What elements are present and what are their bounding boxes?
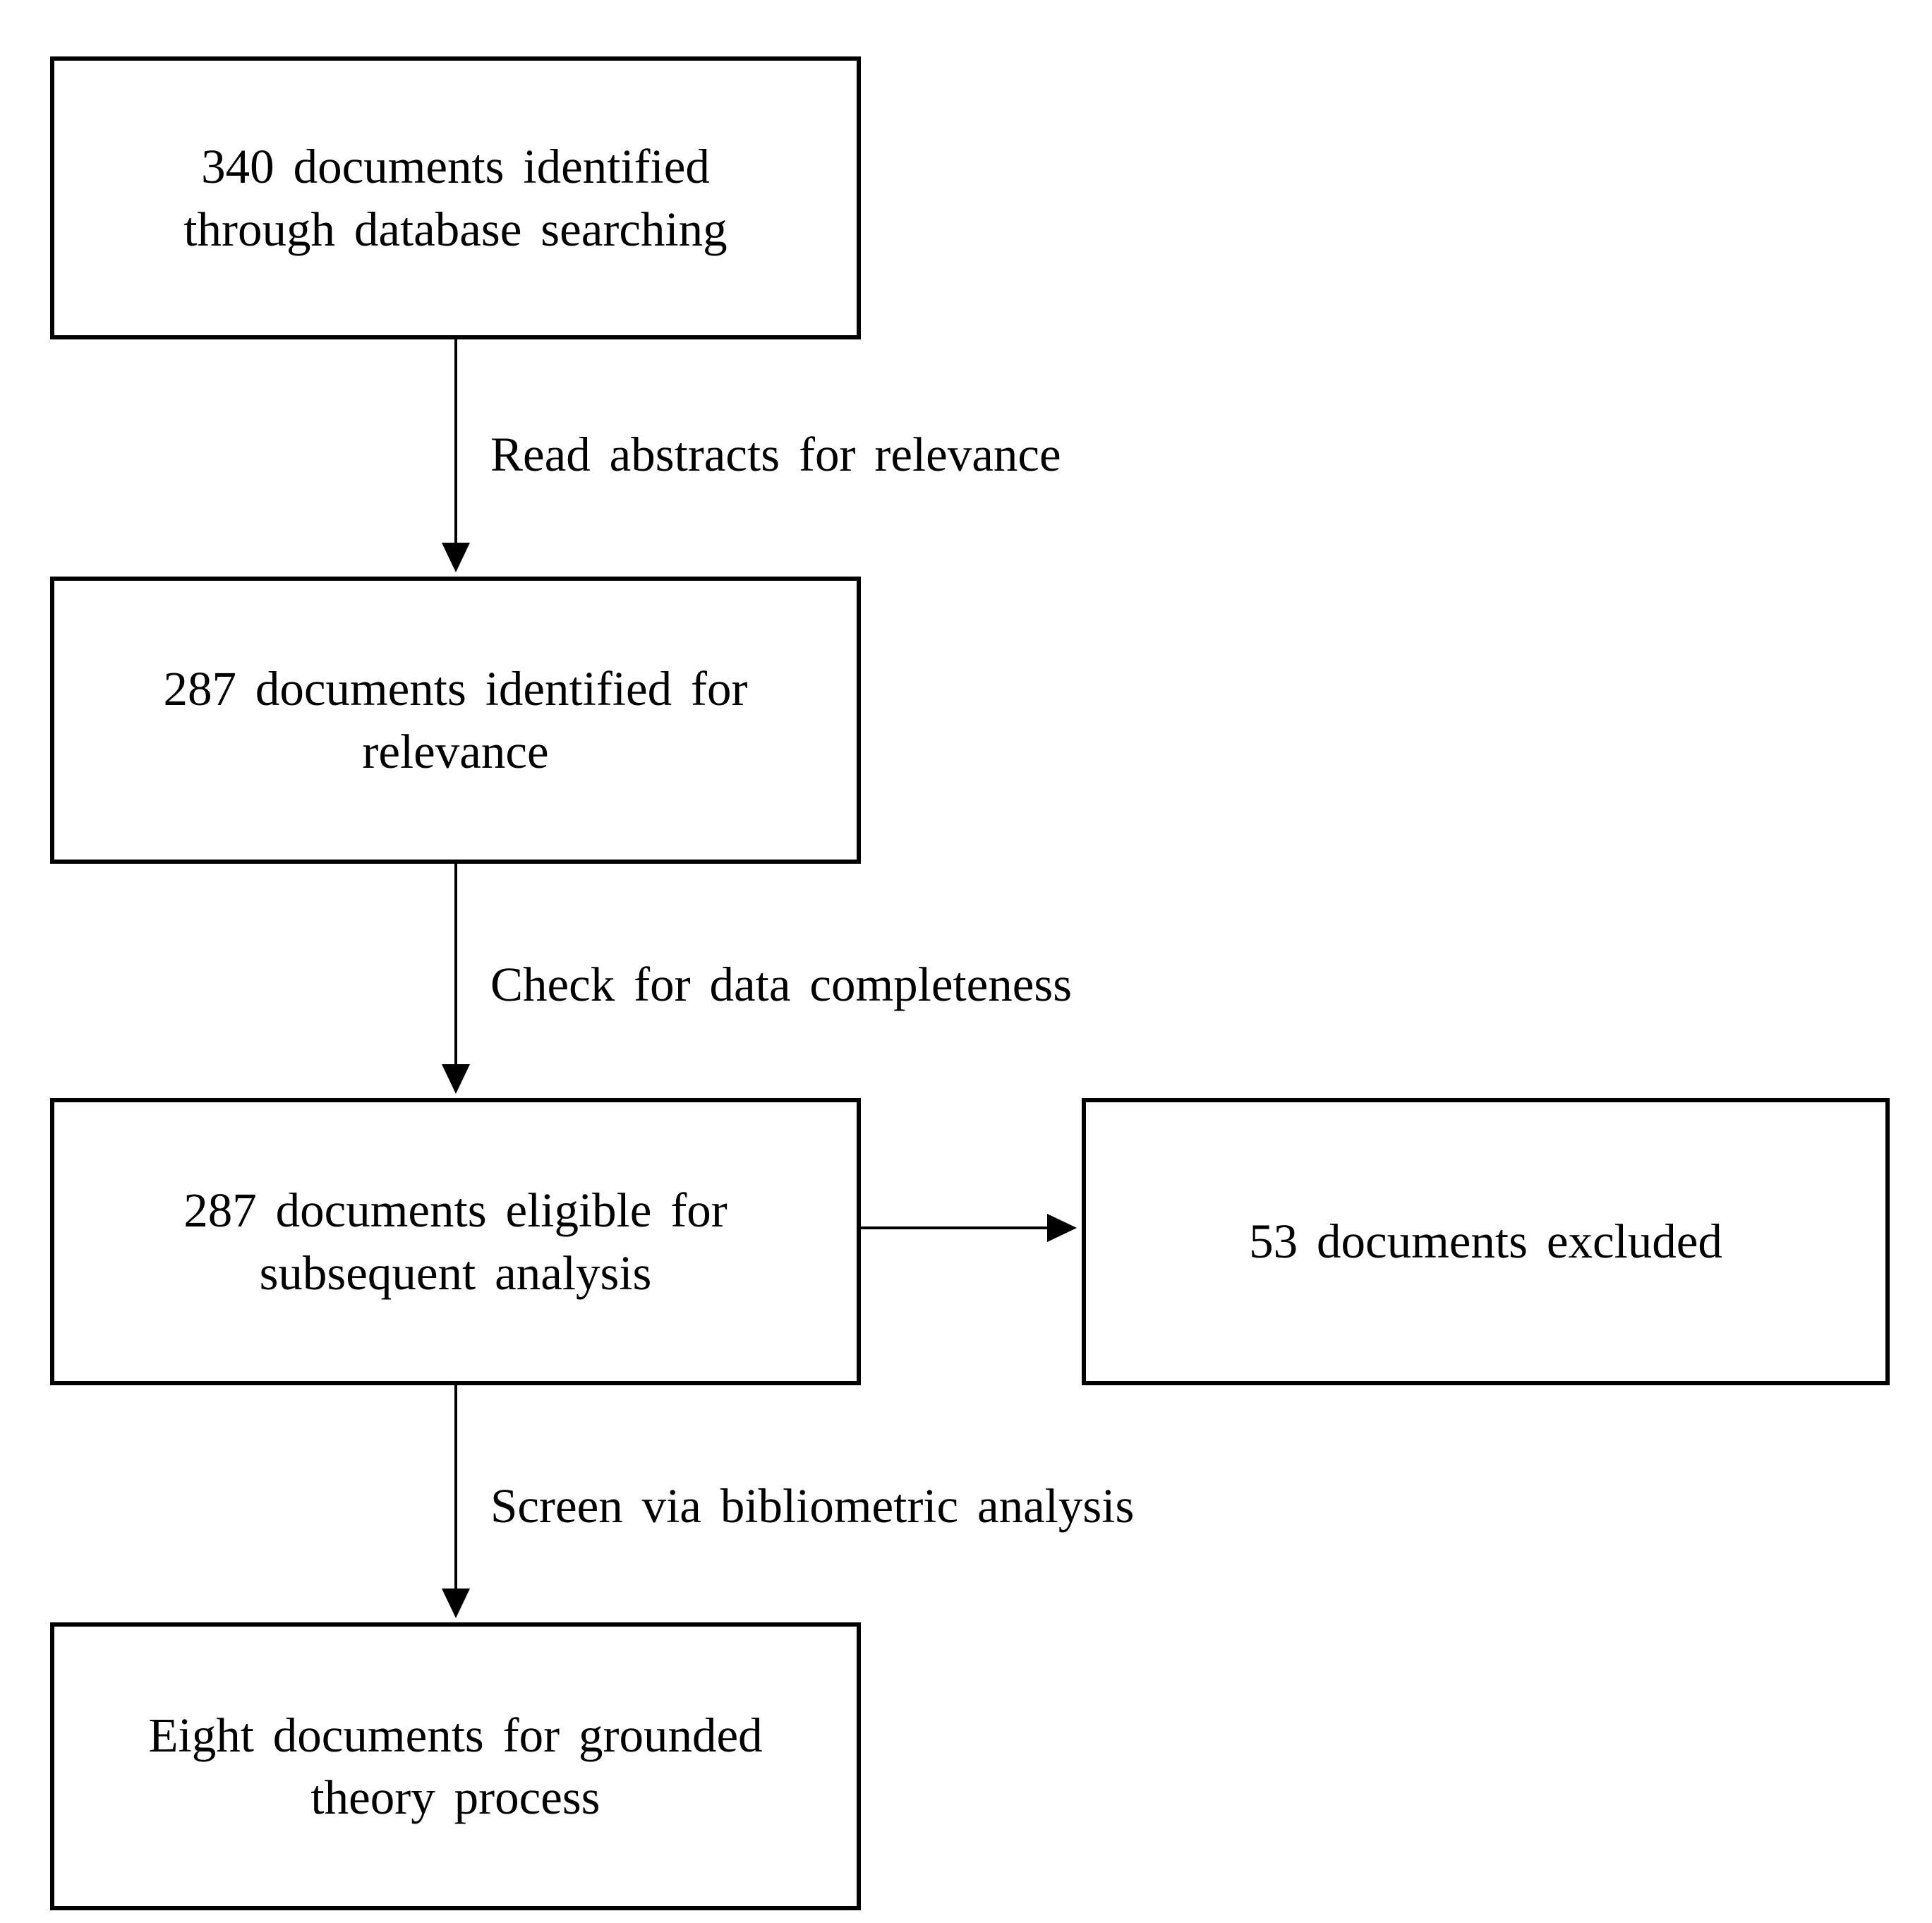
node-documents-grounded-theory: Eight documents for grounded theory proc… [50,1622,861,1910]
arrow-head-down-icon [442,1589,470,1618]
arrow-line-exclusion [861,1226,1049,1229]
node-text-line: Eight documents for grounded [148,1708,763,1762]
arrow-head-right-icon [1047,1214,1077,1242]
node-text-line: 287 documents identified for [163,662,748,716]
arrow-head-down-icon [442,543,470,572]
node-documents-excluded: 53 documents excluded [1082,1098,1890,1385]
arrow-line-read-abstracts [454,339,457,545]
node-documents-identified: 340 documents identified through databas… [50,56,861,339]
edge-label-screen-bibliometric: Screen via bibliometric analysis [490,1479,1135,1533]
edge-label-read-abstracts: Read abstracts for relevance [490,428,1061,481]
arrow-line-screen-bibliometric [454,1385,457,1590]
node-text-line: relevance [362,724,549,778]
node-text: 53 documents excluded [1249,1210,1722,1272]
node-documents-relevance: 287 documents identified for relevance [50,577,861,864]
node-text-line: 287 documents eligible for [183,1183,727,1238]
node-text-line: 53 documents excluded [1249,1214,1722,1269]
node-text-line: subsequent analysis [259,1246,652,1300]
node-text: 340 documents identified through databas… [183,135,727,260]
node-text: 287 documents identified for relevance [163,658,747,783]
node-text-line: 340 documents identified [201,140,710,194]
edge-label-check-completeness: Check for data completeness [490,958,1073,1011]
node-text-line: theory process [310,1771,600,1824]
node-text-line: through database searching [183,202,727,256]
arrow-head-down-icon [442,1064,470,1094]
node-text: 287 documents eligible for subsequent an… [183,1179,727,1304]
arrow-line-check-completeness [454,864,457,1067]
node-text: Eight documents for grounded theory proc… [148,1704,762,1829]
node-documents-eligible: 287 documents eligible for subsequent an… [50,1098,861,1385]
